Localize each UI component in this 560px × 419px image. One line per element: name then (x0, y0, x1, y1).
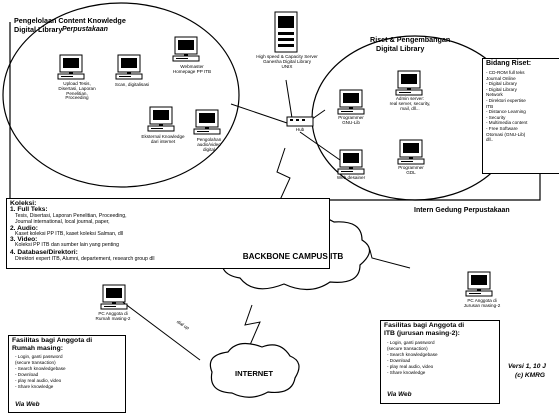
upload-pc-icon (57, 54, 85, 80)
content-management-title-line2: Digital Library (14, 25, 63, 34)
gnulib-programmer-pc-icon (337, 89, 365, 115)
fasilitas-dept-item: - Login, ganti password (387, 340, 435, 345)
home-pc-label: PC Anggota di Rumah masing-2 (95, 311, 131, 321)
fasilitas-home-item: - Download (15, 371, 39, 377)
department-pc-icon (465, 271, 493, 297)
fasilitas-dept-title-line1: Fasilitas bagi Anggota di (384, 322, 465, 329)
fasilitas-dept-item: (secure transaction) (387, 345, 428, 351)
koleksi-section-line: Journal international, local journal, pa… (15, 219, 110, 225)
bidang-riset-box: Bidang Riset: - CD-ROM full teks Journal… (482, 58, 559, 174)
koleksi-box-continued: 4. Database/Direktori: Direktori expert … (6, 249, 330, 269)
admin-server-pc-icon (395, 70, 423, 96)
research-title-line1: Riset & Pengembangan (370, 35, 451, 44)
webmaster-pc-icon (172, 36, 200, 62)
internet-label: INTERNET (235, 369, 273, 378)
fasilitas-home-item: - play real audio, video (15, 377, 62, 383)
fasilitas-dept-item: - Share knowledge (387, 369, 426, 375)
koleksi-section-heading: 1. Full Teks: (10, 206, 48, 213)
external-knowledge-label: Eksternal Knowledge dari internet (141, 134, 185, 144)
bidang-riset-item: - CD-ROM full teks (486, 70, 525, 75)
audio-video-pc-icon (193, 109, 221, 135)
bidang-riset-item: - Digital Library (486, 86, 517, 92)
content-management-title-line1: Pengelolaan Content Knowledge (14, 16, 126, 25)
koleksi-section-line: Koleksi PP ITB dan sumber lain yang pent… (15, 242, 120, 248)
internet-cloud (209, 342, 300, 398)
koleksi-box: Koleksi: 1. Full Teks: Tesis, Disertasi,… (6, 198, 330, 252)
fasilitas-home-footer: Via Web (15, 401, 40, 408)
fasilitas-home-item: - Login, ganti password (15, 354, 63, 359)
server-icon (274, 11, 298, 53)
fasilitas-home-title-line2: Rumah masing: (12, 345, 63, 352)
bidang-riset-item: dll.. (486, 137, 494, 143)
koleksi-section-heading: 3. Video: (10, 236, 38, 243)
department-pc-label: PC Anggota di Jurusan masing-2 (463, 298, 501, 308)
backbone-label: BACKBONE CAMPUS ITB (242, 252, 344, 261)
fasilitas-home-item: (secure transaction) (15, 359, 56, 365)
fasilitas-home-item: - Search knowledgebase (15, 365, 66, 371)
server-label: High speed & Capacity Server Ganesha Dig… (256, 54, 318, 69)
bidang-riset-item: - Digital Library (486, 81, 517, 87)
bidang-riset-item: - Free Software (486, 125, 518, 131)
scan-label: Scan, digitalisasi (114, 82, 150, 87)
koleksi-title: Koleksi: (10, 200, 37, 207)
fasilitas-dept-title-line2: ITB (jurusan masing-2): (384, 330, 460, 337)
gnulib-programmer-label: Programmer GNU-Lib (338, 115, 364, 125)
research-title-line2: Digital Library (376, 44, 425, 53)
content-management-title-overlay: Perpustakaan (62, 26, 108, 33)
bidang-riset-item: ITB (486, 103, 494, 109)
fasilitas-dept-footer: Via Web (387, 391, 412, 398)
fasilitas-dept-box: Fasilitas bagi Anggota di ITB (jurusan m… (380, 320, 500, 404)
home-pc-icon (100, 284, 128, 310)
bidang-riset-item: Otomasi (GNU-Lib) (486, 131, 526, 137)
bidang-riset-item: - Security (486, 114, 506, 120)
koleksi-section-heading: 2. Audio: (10, 225, 38, 232)
fasilitas-home-box: Fasilitas bagi Anggota di Rumah masing: … (8, 335, 126, 413)
fasilitas-home-list: - Login, ganti password (secure transact… (15, 354, 66, 390)
upload-label: Upload Tesis, Disertasi, Laporan Penelit… (58, 81, 96, 101)
bidang-riset-item: - Direktori expertise (486, 97, 526, 103)
audio-video-label: Pengolahan audio/video digital (196, 137, 222, 152)
web-designer-pc-icon (337, 149, 365, 175)
koleksi-section-heading: 4. Database/Direktori: (10, 249, 78, 256)
koleksi-section-line: Kaset koleksi PP ITB, kaset koleksi Salm… (15, 231, 124, 237)
hub-label: Hub (295, 127, 305, 132)
bidang-riset-title: Bidang Riset: (486, 60, 532, 67)
koleksi-section-line: Tesis, Disertasi, Laporan Penelitian, Pr… (15, 213, 127, 219)
gdl-programmer-label: Programmer GDL (398, 165, 424, 175)
fasilitas-dept-item: - play real audio, video (387, 363, 434, 369)
fasilitas-home-title-line1: Fasilitas bagi Anggota di (12, 337, 93, 344)
webmaster-label: Webmaster Homepage PP ITB (172, 64, 212, 74)
admin-server-label: Admin server: real server, security, mai… (389, 96, 431, 111)
fasilitas-dept-item: - Search knowledgebase (387, 351, 438, 357)
bidang-riset-item: - Multimedia content (486, 120, 528, 126)
version-line1: Versi 1, 10 J (508, 363, 546, 370)
fasilitas-home-item: - Share knowledge (15, 383, 54, 389)
version-line2: (c) KMRG (515, 372, 546, 379)
fasilitas-dept-list: - Login, ganti password (secure transact… (387, 340, 438, 376)
gdl-programmer-pc-icon (397, 139, 425, 165)
hub-icon (286, 116, 314, 127)
external-knowledge-pc-icon (147, 106, 175, 132)
bidang-riset-item: Journal Online (486, 75, 516, 81)
scan-pc-icon (115, 54, 143, 80)
web-designer-label: Web desainer (336, 175, 366, 180)
bidang-riset-item: - Distance Learning (486, 109, 526, 115)
intern-building-label: Intern Gedung Perpustakaan (414, 207, 510, 214)
bidang-riset-list: - CD-ROM full teks Journal Online - Digi… (486, 70, 527, 143)
bidang-riset-item: Network (486, 92, 503, 98)
koleksi-section-line: Direktori expert ITB, Alumni, departemen… (15, 256, 155, 262)
fasilitas-dept-item: - Download (387, 357, 411, 363)
